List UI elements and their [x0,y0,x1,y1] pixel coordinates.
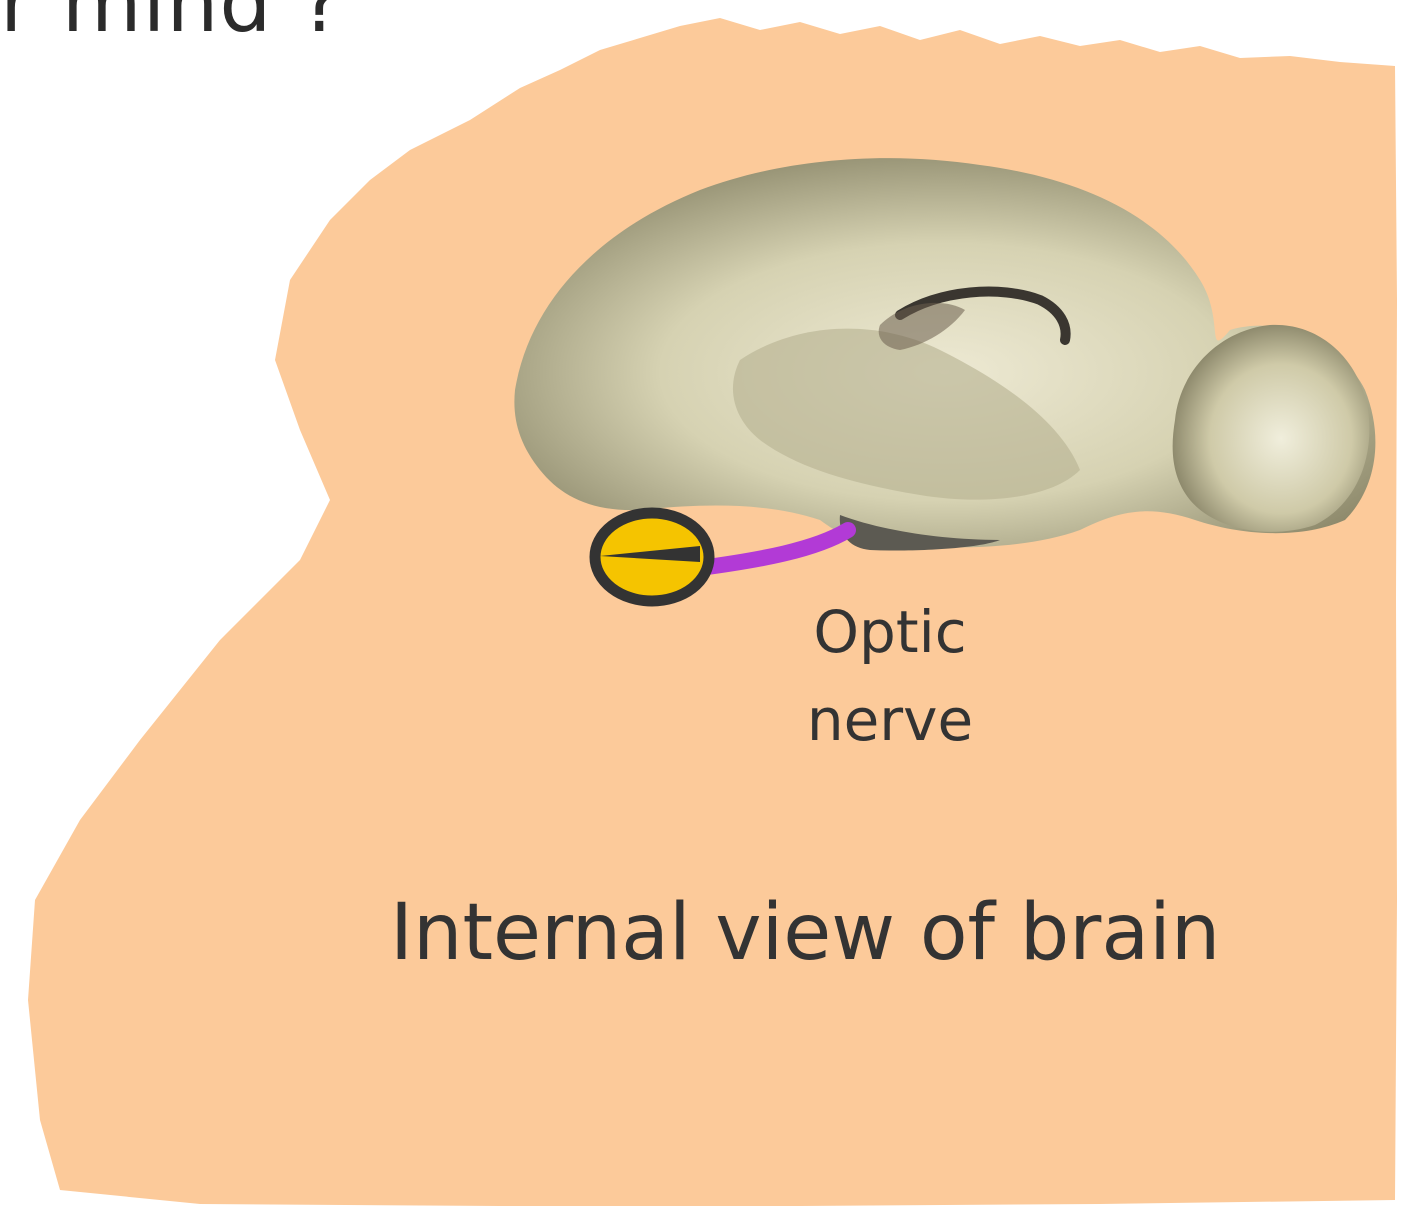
optic-nerve-label: Optic nerve [790,588,990,764]
eye-icon [595,513,709,601]
optic-nerve-label-line1: Optic [790,588,990,676]
diagram-caption: Internal view of brain [390,888,1220,978]
optic-nerve-label-line2: nerve [790,676,990,764]
